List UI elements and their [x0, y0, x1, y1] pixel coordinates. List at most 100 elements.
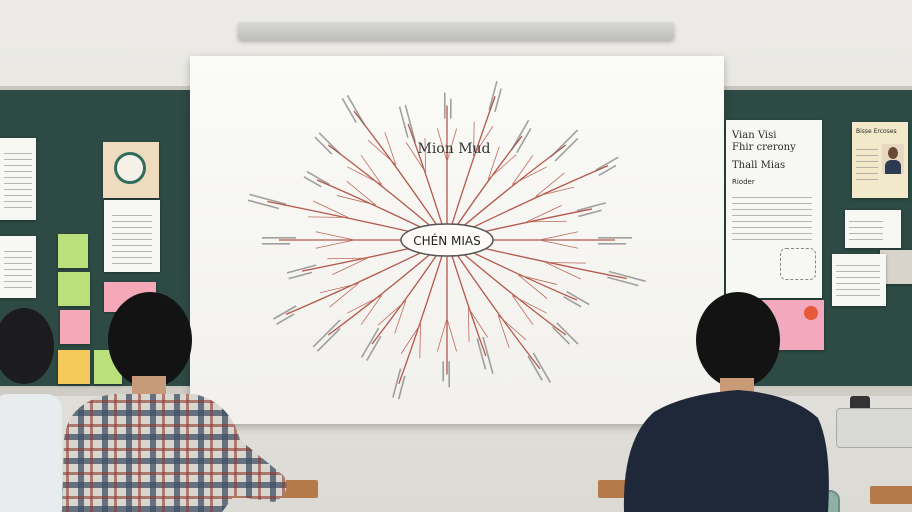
mind-map-sub-branch [468, 307, 489, 338]
mind-map-leaf-scribble [318, 132, 341, 155]
mind-map-sub-branch [327, 257, 368, 260]
mind-map-sub-branch [360, 295, 382, 325]
mind-map-sub-branch [319, 283, 359, 294]
mind-map-title: Mion Mud [417, 141, 490, 157]
student-left-plaid [62, 292, 287, 512]
red-badge-icon [804, 306, 818, 320]
desk-right [870, 486, 912, 504]
mind-map-leaf-scribble [262, 243, 290, 245]
mind-map-leaf-scribble [288, 271, 312, 280]
mind-map-sub-branch [497, 315, 510, 349]
mind-map-sub-branch [467, 307, 470, 342]
mind-map-sub-branch [436, 128, 448, 162]
mind-map-sub-branch [360, 155, 382, 185]
mind-map-sub-branch [329, 283, 359, 308]
mind-map-sub-branch [446, 128, 458, 162]
mind-map-leaf-scribble [607, 276, 639, 287]
student-far-left [0, 308, 62, 512]
mind-map-leaf-scribble [444, 92, 446, 119]
mind-map-sub-branch [518, 274, 548, 299]
mind-map-leaf-scribble [392, 368, 402, 398]
mind-map-leaf-scribble [276, 313, 295, 325]
mind-map-sub-branch [424, 138, 427, 173]
mind-map-sub-branch [347, 166, 382, 185]
mind-map-branch [398, 239, 448, 384]
sticky-note-pink-2 [60, 310, 90, 344]
ceiling-light [238, 22, 674, 40]
mind-map-leaf-scribble [346, 94, 366, 126]
mind-map-leaf-scribble [303, 176, 322, 188]
mind-map-leaf-scribble [360, 327, 380, 358]
mind-map-leaf-scribble [397, 375, 406, 400]
right-note-sheet [845, 210, 901, 248]
mind-map-sub-branch [315, 239, 355, 249]
mind-map-leaf-scribble [448, 361, 450, 388]
mind-map-center-label: CHÉN MIAS [413, 233, 481, 248]
mind-map-sub-branch [526, 220, 567, 223]
mind-map-sub-branch [539, 231, 579, 241]
clock-icon [114, 152, 146, 184]
mind-map-leaf-scribble [576, 202, 607, 212]
mind-map-leaf-scribble [550, 129, 579, 158]
mind-map-leaf-scribble [595, 156, 619, 171]
mind-map-leaf-scribble [286, 264, 317, 274]
mind-map-leaf-scribble [341, 97, 357, 123]
mind-map-sub-branch [347, 295, 382, 314]
mind-map-sheet: Mion Mud CHÉN MIAS [190, 56, 724, 424]
right-poster-line-2: Fhir crerony [732, 142, 796, 153]
mind-map-sub-branch [487, 146, 500, 180]
left-paper-notice-2 [0, 236, 36, 298]
portrait-photo [882, 144, 904, 174]
mind-map-center-node [400, 223, 494, 257]
mind-map-sub-branch [497, 315, 527, 341]
clock-poster [103, 142, 159, 198]
mind-map-leaf-scribble [608, 270, 646, 283]
mind-map-sub-branch [473, 122, 475, 157]
mind-map-sub-branch [315, 231, 355, 241]
right-poster-line-4: Rioder [732, 178, 755, 186]
mind-map-sub-branch [518, 274, 557, 285]
mind-map-leaf-scribble [306, 170, 330, 186]
mind-map-sub-branch [400, 323, 421, 354]
mind-map-leaf-scribble [442, 361, 444, 382]
mind-map-sub-branch [512, 295, 534, 325]
mind-map-leaf-scribble [398, 106, 409, 138]
mind-map-sub-branch [545, 262, 586, 264]
mind-map-leaf-scribble [494, 88, 502, 112]
mind-map-sub-branch [446, 318, 458, 352]
mind-map-sub-branch [313, 200, 349, 218]
mind-map-sub-branch [332, 257, 368, 275]
mind-map-sub-branch [473, 126, 494, 157]
mind-map-leaf-scribble [262, 237, 296, 239]
mind-map-sub-branch [394, 300, 407, 334]
right-poster: Vian Visi Fhir crerony Thall Mias Rioder [726, 120, 822, 298]
mind-map-leaf-scribble [566, 290, 590, 306]
mind-map-sub-branch [535, 172, 565, 197]
mind-map-sub-branch [539, 239, 579, 249]
right-small-poster: Bisse Ercoses [852, 122, 908, 198]
mind-map-leaf-scribble [273, 305, 297, 320]
right-poster-line-3: Thall Mias [732, 160, 786, 171]
mind-map-leaf-scribble [578, 209, 602, 218]
mind-map-leaf-scribble [510, 119, 530, 151]
mind-map-leaf-scribble [551, 326, 571, 345]
mind-map-branch [446, 96, 496, 241]
mind-map-sub-branch [487, 154, 517, 180]
mind-map-sub-branch [436, 318, 448, 352]
map-sketch-icon [780, 248, 816, 280]
mind-map-leaf-scribble [556, 322, 579, 345]
mind-map-leaf-scribble [366, 335, 382, 361]
mind-map-leaf-scribble [247, 199, 280, 210]
mind-map-sub-branch [526, 205, 562, 223]
desk-keyboard [836, 408, 912, 448]
mind-map-leaf-scribble [249, 193, 287, 206]
mind-map-leaf-scribble [316, 327, 341, 352]
mind-map-sub-branch [308, 216, 349, 218]
mind-map-leaf-scribble [476, 338, 487, 370]
right-lower-sheet [832, 254, 886, 306]
mind-map-sub-branch [512, 155, 534, 185]
left-info-sheet [104, 200, 160, 272]
right-poster-line-1: Vian Visi [732, 130, 777, 141]
mind-map-leaf-scribble [598, 243, 626, 245]
